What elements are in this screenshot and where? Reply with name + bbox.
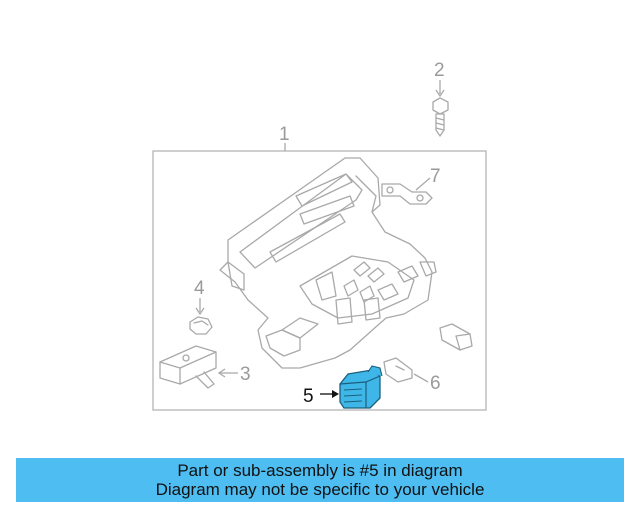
callout-4[interactable]: 4: [194, 278, 205, 299]
callout-2[interactable]: 2: [434, 60, 445, 81]
arrow-3: [217, 368, 226, 378]
leader-7: [415, 177, 431, 191]
part-2-bolt[interactable]: [432, 97, 449, 137]
part-4-nut[interactable]: [189, 316, 213, 335]
part-7-terminal[interactable]: [381, 183, 433, 205]
callout-6[interactable]: 6: [430, 373, 441, 394]
info-banner: Part or sub-assembly is #5 in diagram Di…: [16, 458, 624, 502]
parts-diagram: 1 2 7 4: [152, 60, 487, 411]
part-6-clip[interactable]: [383, 357, 413, 383]
leader-6: [413, 373, 429, 383]
callout-3[interactable]: 3: [240, 364, 251, 385]
callout-5[interactable]: 5: [303, 386, 314, 407]
assembly-frame: [152, 150, 487, 411]
arrow-2: [435, 89, 445, 98]
arrow-4: [195, 307, 205, 316]
part-5-relay[interactable]: [339, 365, 383, 409]
callout-7[interactable]: 7: [430, 166, 441, 187]
banner-line-1: Part or sub-assembly is #5 in diagram: [177, 461, 463, 480]
callout-1[interactable]: 1: [279, 124, 290, 145]
arrow-5: [332, 390, 339, 398]
part-3-fusible-link[interactable]: [159, 345, 217, 389]
part-1-fuse-box[interactable]: [219, 157, 437, 369]
banner-line-2: Diagram may not be specific to your vehi…: [155, 480, 485, 499]
connector-right[interactable]: [439, 323, 473, 351]
